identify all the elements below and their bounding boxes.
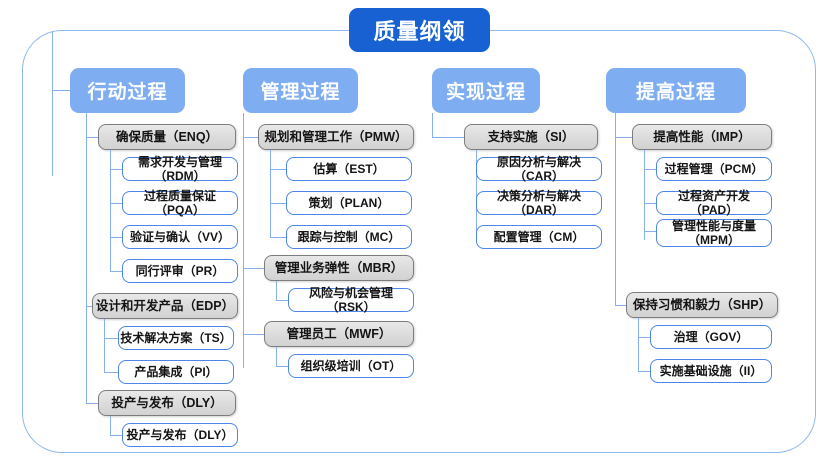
link-0-0-1 <box>110 203 122 205</box>
leaf-box-1-0-0[interactable]: 估算（EST） <box>286 157 412 181</box>
leaf-box-2-0-2[interactable]: 配置管理（CM） <box>476 225 602 249</box>
leaf-box-3-0-2[interactable]: 管理性能与度量 （MPM） <box>656 219 772 247</box>
link-0-0-2 <box>110 237 122 239</box>
link-3-0-1 <box>644 203 656 205</box>
link-3-1-1 <box>638 371 650 373</box>
group-box-0-2[interactable]: 投产与发布（DLY） <box>98 390 236 416</box>
trunk-stub-0 <box>52 90 70 92</box>
leaf-box-0-0-1[interactable]: 过程质量保证（PQA） <box>122 189 238 217</box>
group-box-0-1[interactable]: 设计和开发产品（EDP） <box>92 293 238 319</box>
subspine-3-1 <box>638 318 640 372</box>
leaf-box-2-0-0[interactable]: 原因分析与解决（CAR） <box>476 155 602 183</box>
leaf-box-1-0-1[interactable]: 策划（PLAN） <box>286 191 412 215</box>
link-3-1-0 <box>638 337 650 339</box>
trunk-0 <box>52 31 54 176</box>
link-1-0-1 <box>270 203 286 205</box>
group-box-1-1[interactable]: 管理业务弹性（MBR） <box>264 255 414 281</box>
leaf-box-3-1-0[interactable]: 治理（GOV） <box>650 325 772 349</box>
subspine-0-2 <box>110 416 112 436</box>
leaf-box-1-1-0[interactable]: 风险与机会管理（RSK） <box>288 286 414 314</box>
spine-1 <box>243 113 245 368</box>
subspine-1-0 <box>270 150 272 238</box>
spine-3 <box>615 113 617 306</box>
group-box-3-0[interactable]: 提高性能（IMP） <box>632 124 772 150</box>
leaf-box-0-2-0[interactable]: 投产与发布（DLY） <box>122 423 238 447</box>
link-3-g1 <box>615 305 626 307</box>
leaf-box-1-2-0[interactable]: 组织级培训（OT） <box>288 354 414 378</box>
subspine-0-0 <box>110 150 112 272</box>
spine-0 <box>86 113 88 403</box>
column-header-1[interactable]: 管理过程 <box>243 68 358 113</box>
subspine-3-0 <box>644 150 646 240</box>
column-header-0[interactable]: 行动过程 <box>70 68 185 113</box>
leaf-box-3-1-1[interactable]: 实施基础设施（II） <box>650 359 772 383</box>
link-1-1-0 <box>276 300 288 302</box>
link-0-0-0 <box>110 169 122 171</box>
link-0-g1 <box>86 306 92 308</box>
leaf-box-1-0-2[interactable]: 跟踪与控制（MC） <box>286 225 412 249</box>
leaf-box-0-1-0[interactable]: 技术解决方案（TS） <box>118 326 234 350</box>
subspine-0-1 <box>104 319 106 373</box>
link-3-0-2 <box>644 231 656 233</box>
column-header-2[interactable]: 实现过程 <box>432 68 540 113</box>
leaf-box-0-0-2[interactable]: 验证与确认（VV） <box>122 225 238 249</box>
link-0-g0 <box>86 137 98 139</box>
leaf-box-0-0-0[interactable]: 需求开发与管理（RDM） <box>122 155 238 183</box>
subspine-1-1 <box>276 281 278 301</box>
leaf-box-0-0-3[interactable]: 同行评审（PR） <box>122 259 238 283</box>
link-1-g2 <box>243 334 264 336</box>
leaf-box-0-1-1[interactable]: 产品集成（PI） <box>118 360 234 384</box>
link-1-0-2 <box>270 237 286 239</box>
link-0-2-0 <box>110 435 122 437</box>
diagram-title: 质量纲领 <box>349 8 490 52</box>
subspine-1-2 <box>276 347 278 367</box>
leaf-box-2-0-1[interactable]: 决策分析与解决（DAR） <box>476 189 602 217</box>
group-box-0-0[interactable]: 确保质量（ENQ） <box>98 124 236 150</box>
link-3-0-0 <box>644 169 656 171</box>
link-1-2-0 <box>276 366 288 368</box>
group-box-1-2[interactable]: 管理员工（MWF） <box>264 321 414 347</box>
link-1-g1 <box>243 268 264 270</box>
spine-2 <box>432 113 434 137</box>
link-1-g0 <box>243 137 258 139</box>
link-2-g0 <box>432 137 464 139</box>
column-header-3[interactable]: 提高过程 <box>606 68 746 113</box>
group-box-1-0[interactable]: 规划和管理工作（PMW） <box>258 124 414 150</box>
group-box-3-1[interactable]: 保持习惯和毅力（SHP） <box>626 292 778 318</box>
link-0-1-1 <box>104 372 118 374</box>
link-0-1-0 <box>104 338 118 340</box>
link-1-0-0 <box>270 169 286 171</box>
group-box-2-0[interactable]: 支持实施（SI） <box>464 124 598 150</box>
leaf-box-3-0-0[interactable]: 过程管理（PCM） <box>656 157 772 181</box>
leaf-box-3-0-1[interactable]: 过程资产开发（PAD） <box>656 189 772 217</box>
link-0-g2 <box>86 403 98 405</box>
link-0-0-3 <box>110 271 122 273</box>
link-3-g0 <box>615 137 632 139</box>
